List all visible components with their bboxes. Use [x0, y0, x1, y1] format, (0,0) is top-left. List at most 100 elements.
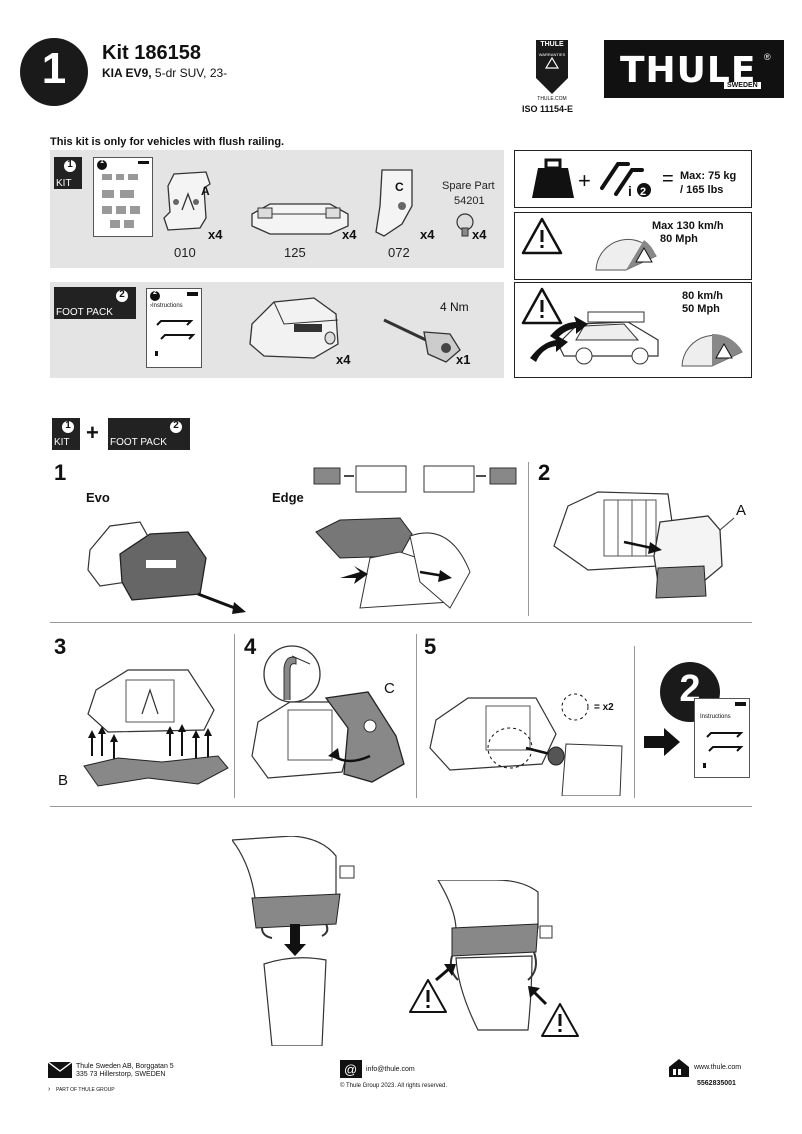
part-a-letter: A: [201, 184, 210, 198]
kit-title: Kit 186158: [102, 42, 201, 64]
home-icon: [668, 1058, 690, 1078]
foot-qty: x4: [336, 352, 351, 367]
kit-badge-num-circle: [64, 160, 76, 172]
next-instructions-booklet: [694, 698, 750, 778]
spare-part-code: 54201: [454, 195, 485, 207]
warranty-seal: [534, 38, 570, 96]
foot-booklet: [146, 288, 202, 368]
seal-url: THULE.COM: [537, 96, 567, 102]
next-instructions-label: Instructions: [700, 714, 731, 720]
edge-foot-illustration: [280, 462, 520, 612]
step-1-2-divider: [528, 462, 529, 616]
max-lbs: / 165 lbs: [680, 184, 724, 196]
bracket-part-a: [160, 168, 220, 234]
rail-fit-illustration-2: [406, 880, 582, 1040]
part-125-qty: x4: [342, 227, 357, 242]
part-c-letter: C: [395, 180, 404, 194]
step-3-illustration: [78, 660, 234, 792]
combo-kit-num-circle: [62, 421, 74, 433]
speed-max-mph: 80 Mph: [660, 233, 698, 245]
foot-badge-num-circle: [116, 290, 128, 302]
warning-triangle-icon-2: [520, 286, 564, 326]
step-1-number: 1: [54, 460, 67, 485]
step-circle-number: 1: [41, 44, 67, 93]
foot-booklet-num: 2: [153, 289, 157, 296]
spare-qty: x4: [472, 227, 487, 242]
step-5-illustration: [426, 684, 626, 796]
car-with-load-icon: [528, 300, 668, 372]
thule-logo-sweden: SWEDEN: [724, 82, 761, 89]
step-3-4-divider: [234, 634, 235, 798]
part-072-qty: x4: [420, 227, 435, 242]
vehicle-details: 5-dr SUV, 23-: [151, 66, 228, 80]
load-equals: =: [662, 168, 674, 190]
step-4-illustration: [248, 686, 418, 798]
combo-kit-label: KIT: [54, 437, 70, 448]
vehicle-model: KIA EV9,: [102, 66, 152, 80]
step-5-number: 5: [424, 634, 437, 659]
speed-max-kmh: Max 130 km/h: [652, 220, 724, 232]
footer-web[interactable]: www.thule.com: [694, 1064, 742, 1071]
part-072-code: 072: [388, 245, 410, 260]
edge-label: Edge: [272, 490, 304, 505]
combo-plus: +: [86, 420, 99, 445]
mail-icon: [48, 1062, 72, 1078]
footer-email[interactable]: info@thule.com: [366, 1066, 415, 1073]
flush-railing-notice: This kit is only for vehicles with flush…: [50, 136, 285, 148]
car-speed-mph: 50 Mph: [682, 303, 720, 315]
rail-fit-illustration-1: [232, 836, 366, 1046]
warning-triangle-icon: [520, 216, 564, 256]
speedometer-icon: [590, 222, 662, 274]
thule-logo-reg: ®: [764, 52, 771, 62]
evo-foot-illustration: [80, 510, 260, 616]
footer-doc-number: 5562835001: [697, 1080, 736, 1087]
foot-unit: [244, 294, 344, 362]
step-4-number: 4: [244, 634, 257, 659]
email-icon: @: [340, 1060, 362, 1078]
vehicle-line: KIA EV9, 5-dr SUV, 23-: [102, 66, 227, 80]
seal-caption: WARRANTIES: [538, 52, 566, 57]
seal-brand: THULE: [540, 41, 564, 48]
step-2-illustration: [548, 486, 748, 604]
torque-tool-icon: [380, 314, 464, 366]
footer-copyright: © Thule Group 2023. All rights reserved.: [340, 1083, 448, 1089]
combo-foot-num-circle: [170, 421, 182, 433]
svg-text:i: i: [628, 183, 632, 198]
foot-badge-label: FOOT PACK: [56, 307, 113, 318]
evo-label: Evo: [86, 490, 110, 505]
speedometer-icon-2: [676, 318, 748, 370]
step-5-x2: = x2: [594, 702, 614, 713]
step-3-number: 3: [54, 634, 67, 659]
spacer-part: [248, 198, 352, 238]
step-4-5-divider: [416, 634, 417, 798]
kit-booklet-num: 1: [100, 158, 104, 165]
step-circle: [20, 38, 88, 106]
kit-booklet: [93, 157, 153, 237]
step-2-number: 2: [538, 460, 551, 485]
car-speed-kmh: 80 km/h: [682, 290, 723, 302]
step-4-label-c: C: [384, 680, 395, 697]
part-125-code: 125: [284, 245, 306, 260]
chevron-right-icon: ›: [48, 1086, 51, 1093]
step-2-label-a: A: [736, 502, 747, 519]
combo-kit-num: 1: [65, 420, 71, 431]
foot-badge-num: 2: [119, 289, 125, 300]
spare-knob-icon: [452, 210, 478, 238]
bars-icon: i 2: [600, 158, 652, 198]
row-divider-2: [50, 806, 752, 807]
combo-foot-label: FOOT PACK: [110, 437, 167, 448]
part-010-code: 010: [174, 245, 196, 260]
step-3-label-b: B: [58, 772, 69, 789]
load-plus: +: [578, 168, 591, 193]
step-5-knob-detail: [560, 692, 590, 722]
footer-part-of: PART OF THULE GROUP: [56, 1087, 115, 1093]
torque-label: 4 Nm: [440, 300, 469, 314]
combo-foot-num: 2: [173, 420, 179, 431]
iso-label: ISO 11154-E: [522, 104, 574, 114]
svg-text:2: 2: [640, 186, 646, 198]
spare-part-label: Spare Part: [442, 180, 495, 192]
max-kg: Max: 75 kg: [680, 170, 737, 182]
footer-address-line2: 335 73 Hillerstorp, SWEDEN: [76, 1071, 166, 1078]
part-010-qty: x4: [208, 227, 223, 242]
pad-part-c: [372, 166, 420, 240]
